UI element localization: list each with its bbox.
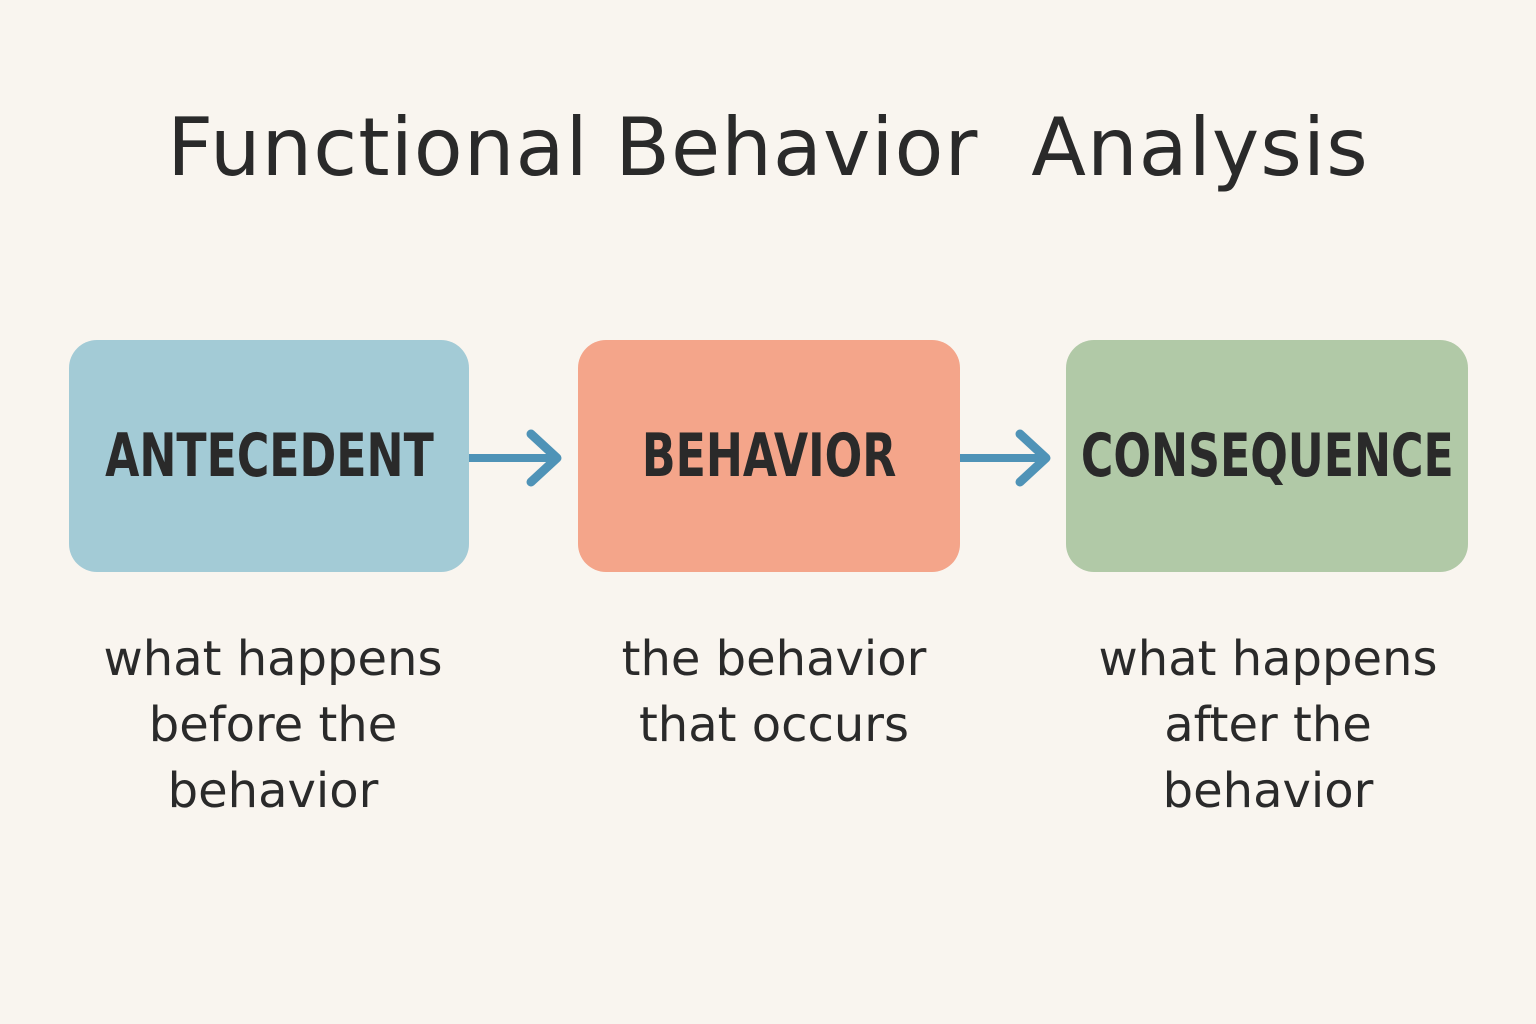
behavior-label: BEHAVIOR (641, 421, 897, 491)
antecedent-box: ANTECEDENT (69, 340, 469, 572)
antecedent-description-line: behavior (167, 763, 379, 819)
arrow-2-head (1015, 429, 1051, 487)
consequence-label: CONSEQUENCE (1080, 421, 1454, 491)
behavior-description-line: the behavior (621, 631, 927, 687)
consequence-box: CONSEQUENCE (1066, 340, 1468, 572)
behavior-description-line: that occurs (638, 697, 910, 753)
antecedent-description: what happens before the behavior (69, 626, 477, 824)
consequence-description-line: after the (1164, 697, 1372, 753)
antecedent-description-line: before the (148, 697, 398, 753)
arrow-antecedent-to-behavior-icon (469, 429, 562, 487)
behavior-box: BEHAVIOR (578, 340, 960, 572)
consequence-description: what happens after the behavior (1066, 626, 1470, 824)
consequence-description-line: what happens (1098, 631, 1438, 687)
arrow-1-head (526, 429, 562, 487)
arrow-behavior-to-consequence-icon (960, 429, 1051, 487)
antecedent-label: ANTECEDENT (104, 421, 434, 491)
consequence-description-line: behavior (1162, 763, 1374, 819)
antecedent-description-line: what happens (103, 631, 443, 687)
behavior-description: the behavior that occurs (578, 626, 970, 758)
diagram-title: Functional Behavior Analysis (167, 101, 1369, 194)
